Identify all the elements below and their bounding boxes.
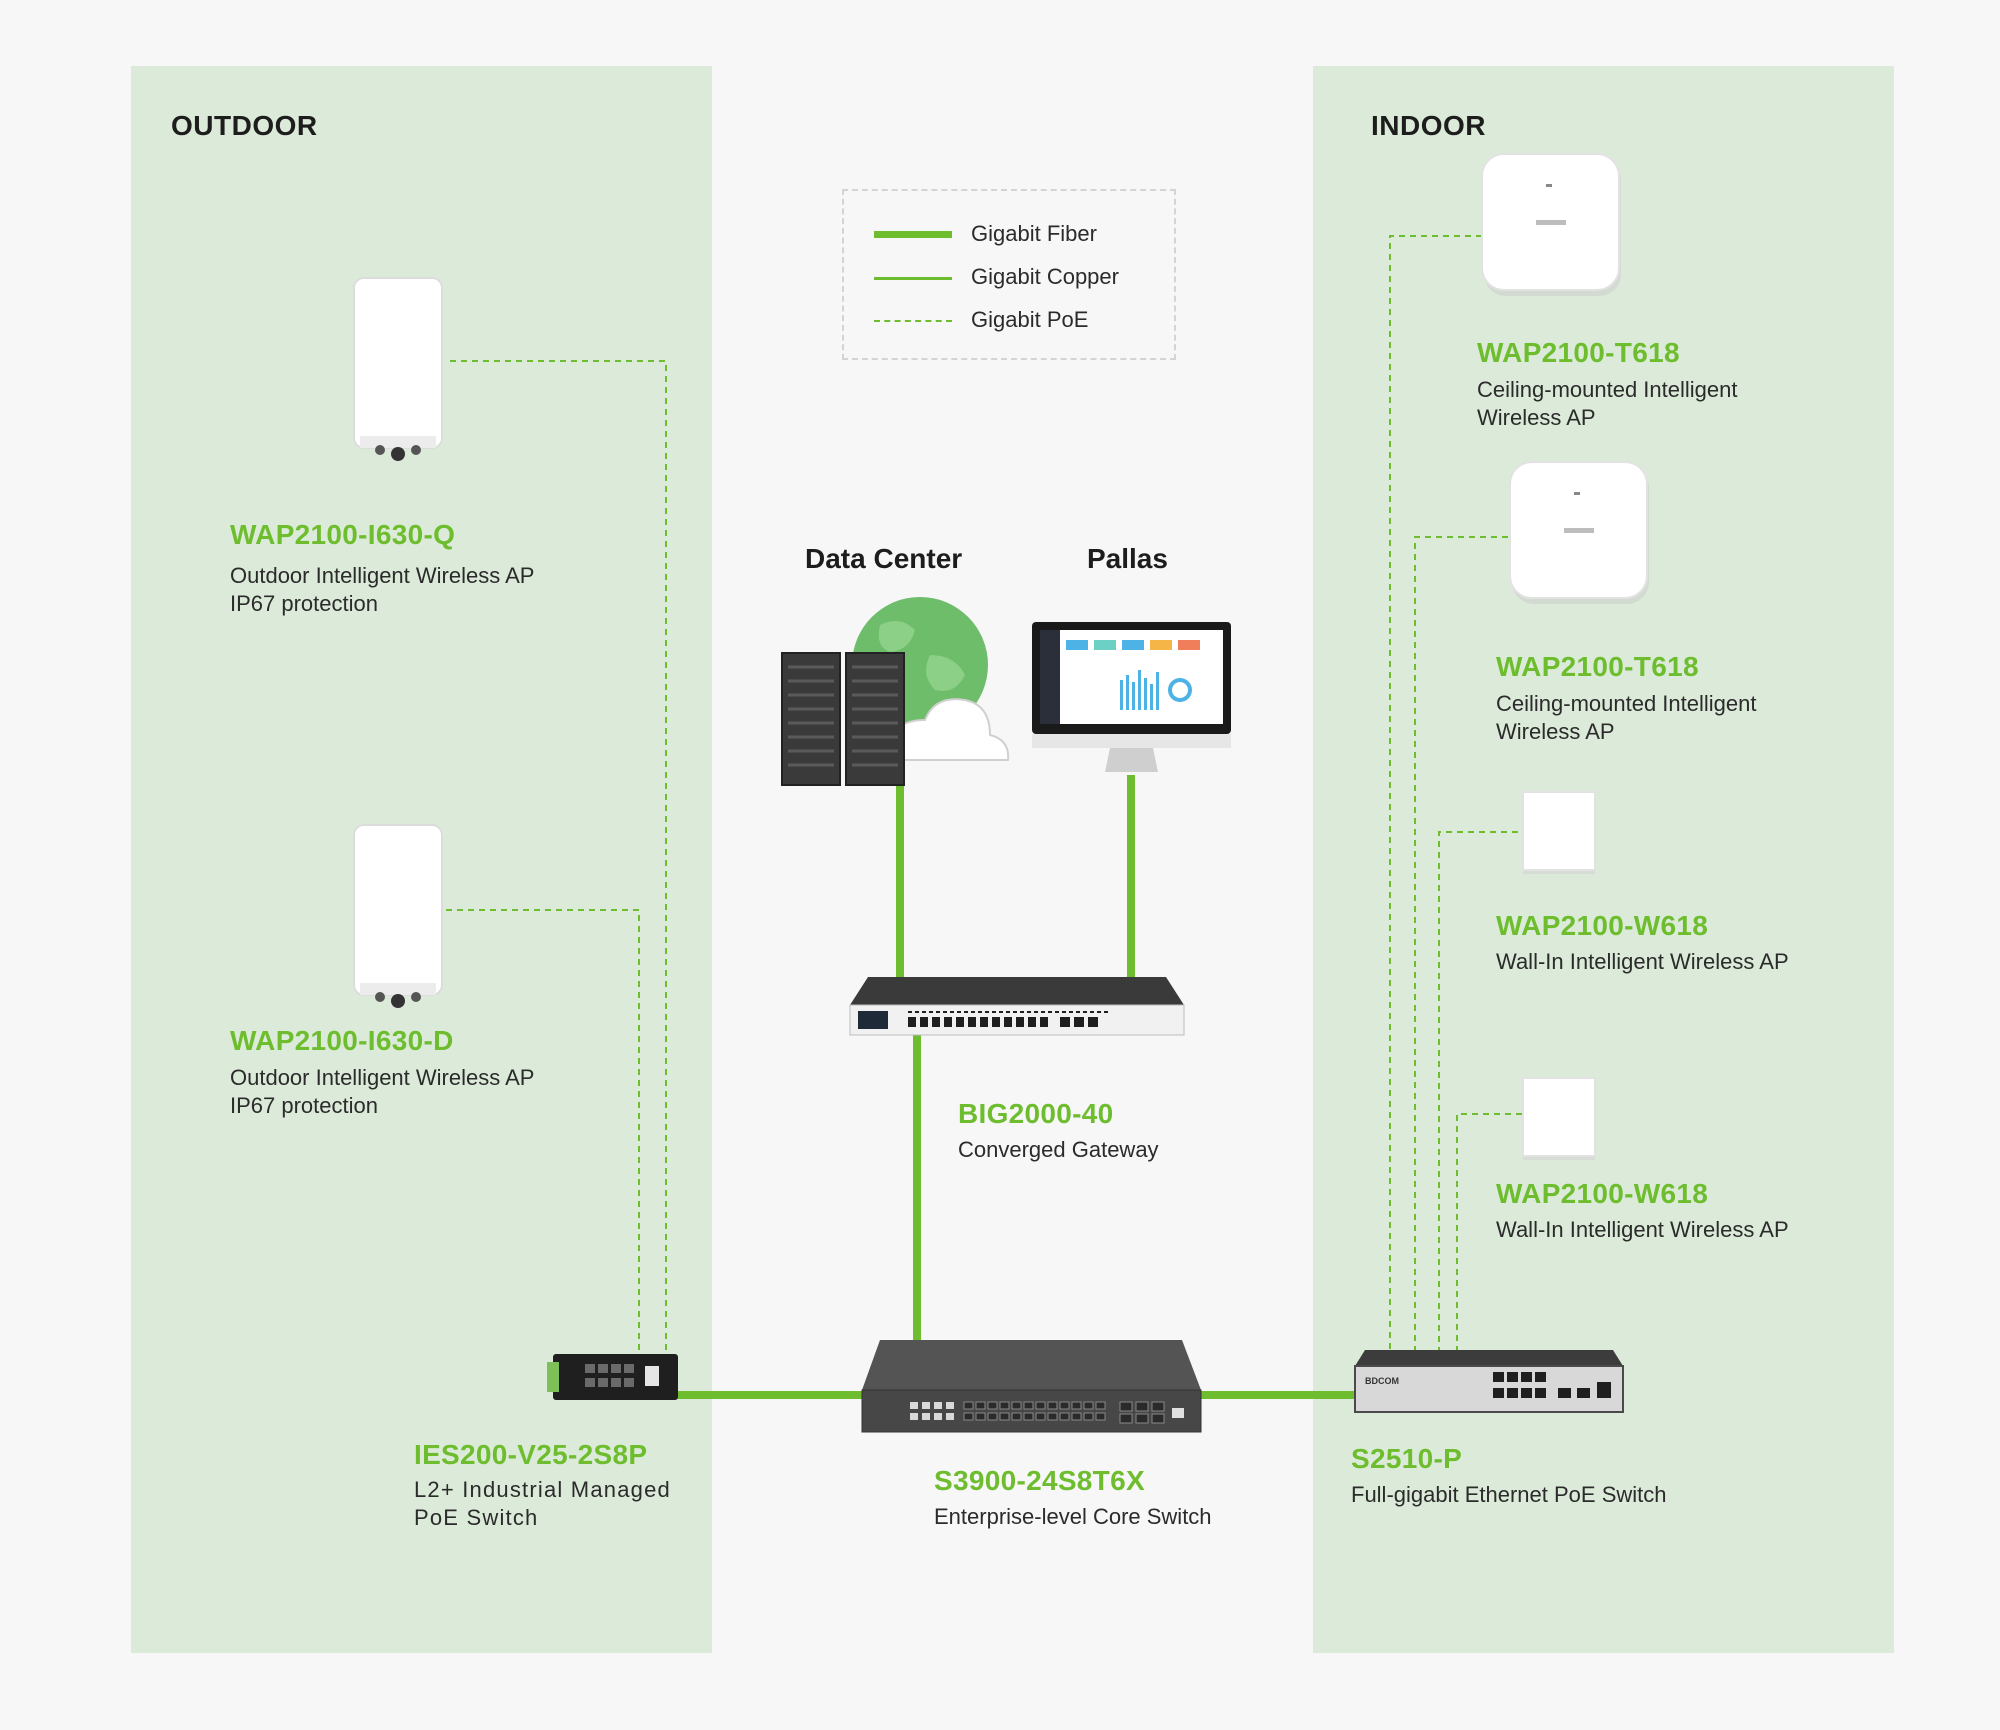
brand-logo-text: BDCOM — [1365, 1376, 1399, 1386]
core-switch-name: S3900-24S8T6X — [934, 1465, 1145, 1496]
gateway-desc: Converged Gateway — [958, 1137, 1159, 1162]
wall-ap-2-name: WAP2100-W618 — [1496, 1178, 1709, 1209]
poe-switch-name: S2510-P — [1351, 1443, 1463, 1474]
outdoor-ap-d-icon — [353, 824, 443, 1008]
outdoor-ap-d-name: WAP2100-I630-D — [230, 1025, 454, 1056]
indoor-ap-1-name: WAP2100-T618 — [1477, 337, 1680, 368]
poe-switch-wall-ap-1 — [1438, 831, 1518, 1352]
poe-switch-icon: BDCOM — [1354, 1350, 1624, 1413]
outdoor-ap-q-name: WAP2100-I630-Q — [230, 519, 456, 550]
legend-item-poe: Gigabit PoE — [874, 305, 1164, 335]
indoor-ap-2-name: WAP2100-T618 — [1496, 651, 1699, 682]
pallas-monitor-icon — [1032, 622, 1231, 772]
legend-label-poe: Gigabit PoE — [971, 307, 1089, 332]
poe-switch-indoor-ap-2 — [1414, 536, 1508, 1352]
core-switch-icon — [861, 1340, 1202, 1433]
poe-line-swatch — [874, 320, 952, 322]
poe-ies-outdoor-ap-d — [446, 909, 640, 1358]
poe-switch-wall-ap-2 — [1456, 1113, 1522, 1352]
poe-switch-desc: Full-gigabit Ethernet PoE Switch — [1351, 1482, 1667, 1507]
indoor-zone-title: INDOOR — [1371, 110, 1486, 141]
ies-switch-name: IES200-V25-2S8P — [414, 1439, 648, 1470]
legend-label-fiber: Gigabit Fiber — [971, 221, 1097, 246]
wall-ap-2-desc: Wall-In Intelligent Wireless AP — [1496, 1217, 1789, 1242]
gateway-name: BIG2000-40 — [958, 1098, 1114, 1129]
poe-ies-outdoor-ap-q — [450, 360, 667, 1358]
poe-switch-indoor-ap-1 — [1389, 235, 1482, 1352]
indoor-ap-1-icon — [1481, 153, 1621, 296]
wall-ap-1-name: WAP2100-W618 — [1496, 910, 1709, 941]
data-center-icon — [781, 597, 1010, 786]
gateway-device-icon — [849, 977, 1185, 1036]
copper-line-swatch — [874, 277, 952, 280]
legend-box: Gigabit Fiber Gigabit Copper Gigabit PoE — [842, 189, 1176, 360]
legend-item-copper: Gigabit Copper — [874, 262, 1164, 292]
ies-switch-icon — [547, 1354, 678, 1400]
legend-item-fiber: Gigabit Fiber — [874, 219, 1164, 249]
core-switch-desc: Enterprise-level Core Switch — [934, 1504, 1212, 1529]
wall-ap-1-icon — [1522, 791, 1596, 874]
legend-label-copper: Gigabit Copper — [971, 264, 1119, 289]
data-center-title: Data Center — [805, 543, 963, 574]
outdoor-zone-title: OUTDOOR — [171, 110, 318, 141]
wall-ap-1-desc: Wall-In Intelligent Wireless AP — [1496, 949, 1789, 974]
pallas-title: Pallas — [1087, 543, 1168, 574]
outdoor-ap-q-icon — [353, 277, 443, 461]
indoor-ap-2-icon — [1509, 461, 1649, 604]
fiber-line-swatch — [874, 231, 952, 238]
wall-ap-2-icon — [1522, 1077, 1596, 1160]
